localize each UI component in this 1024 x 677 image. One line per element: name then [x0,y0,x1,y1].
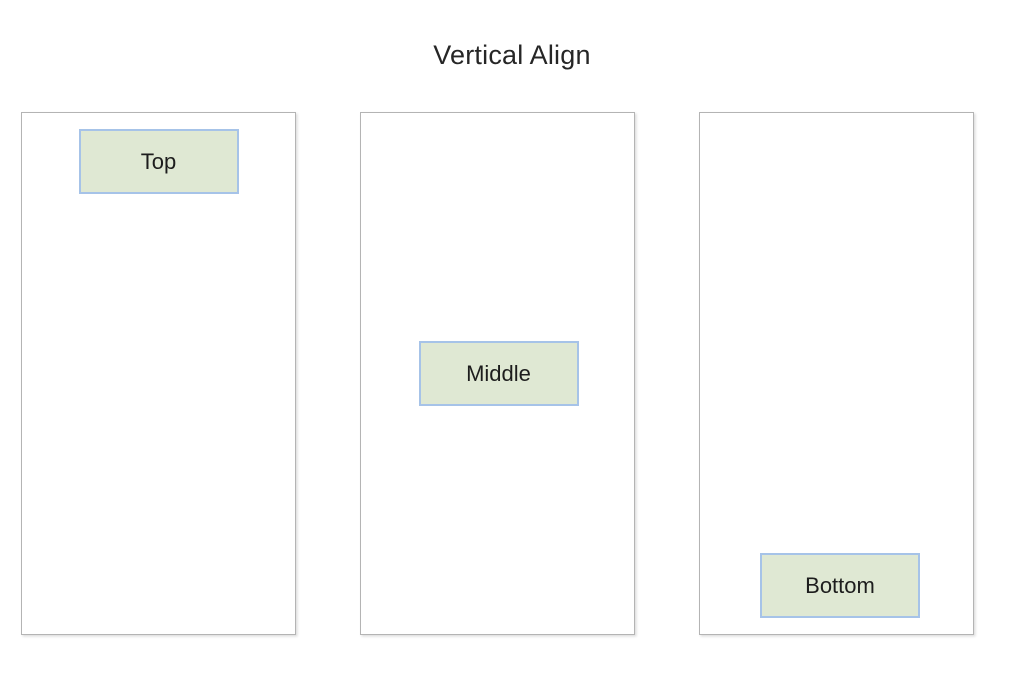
align-box-middle[interactable]: Middle [418,341,579,406]
align-box-top[interactable]: Top [78,129,239,194]
align-box-bottom[interactable]: Bottom [760,553,920,618]
align-box-middle-label: Middle [466,360,531,386]
page-title: Vertical Align [433,40,591,70]
vertical-align-demo: Top Middle Bottom [21,112,974,635]
align-container-bottom: Bottom [699,112,974,635]
align-container-middle: Middle [360,112,635,635]
align-box-top-label: Top [140,148,177,174]
align-container-top: Top [21,112,296,635]
align-box-bottom-label: Bottom [805,572,875,598]
